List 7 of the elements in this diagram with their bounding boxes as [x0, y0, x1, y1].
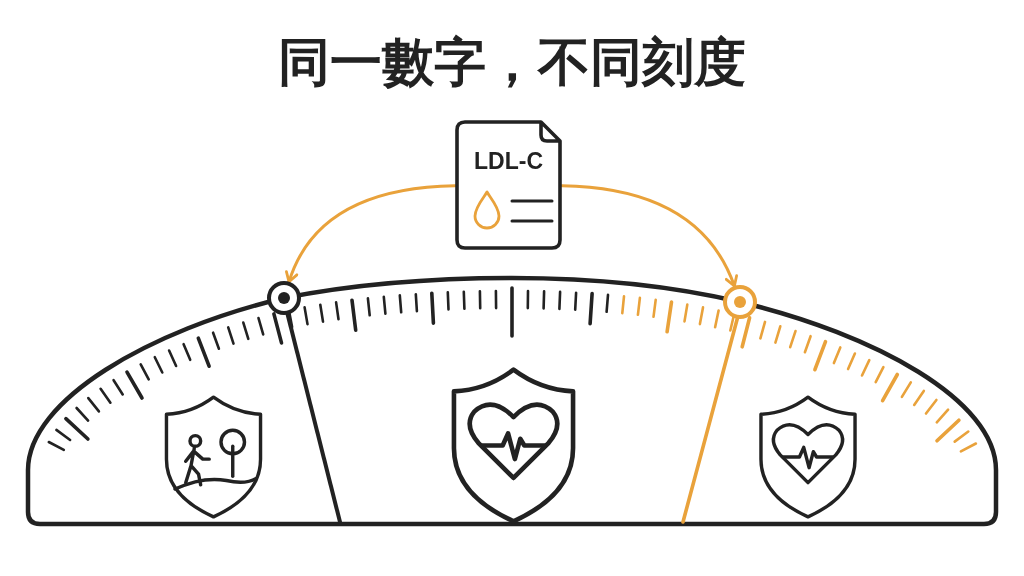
title: 同一數字，不同刻度 [278, 31, 746, 94]
arrow [285, 184, 457, 284]
arrow [560, 184, 738, 288]
document-label: LDL-C [474, 148, 543, 175]
document-shape [455, 120, 562, 250]
dial-marker [723, 285, 757, 319]
dial-marker [267, 281, 301, 315]
